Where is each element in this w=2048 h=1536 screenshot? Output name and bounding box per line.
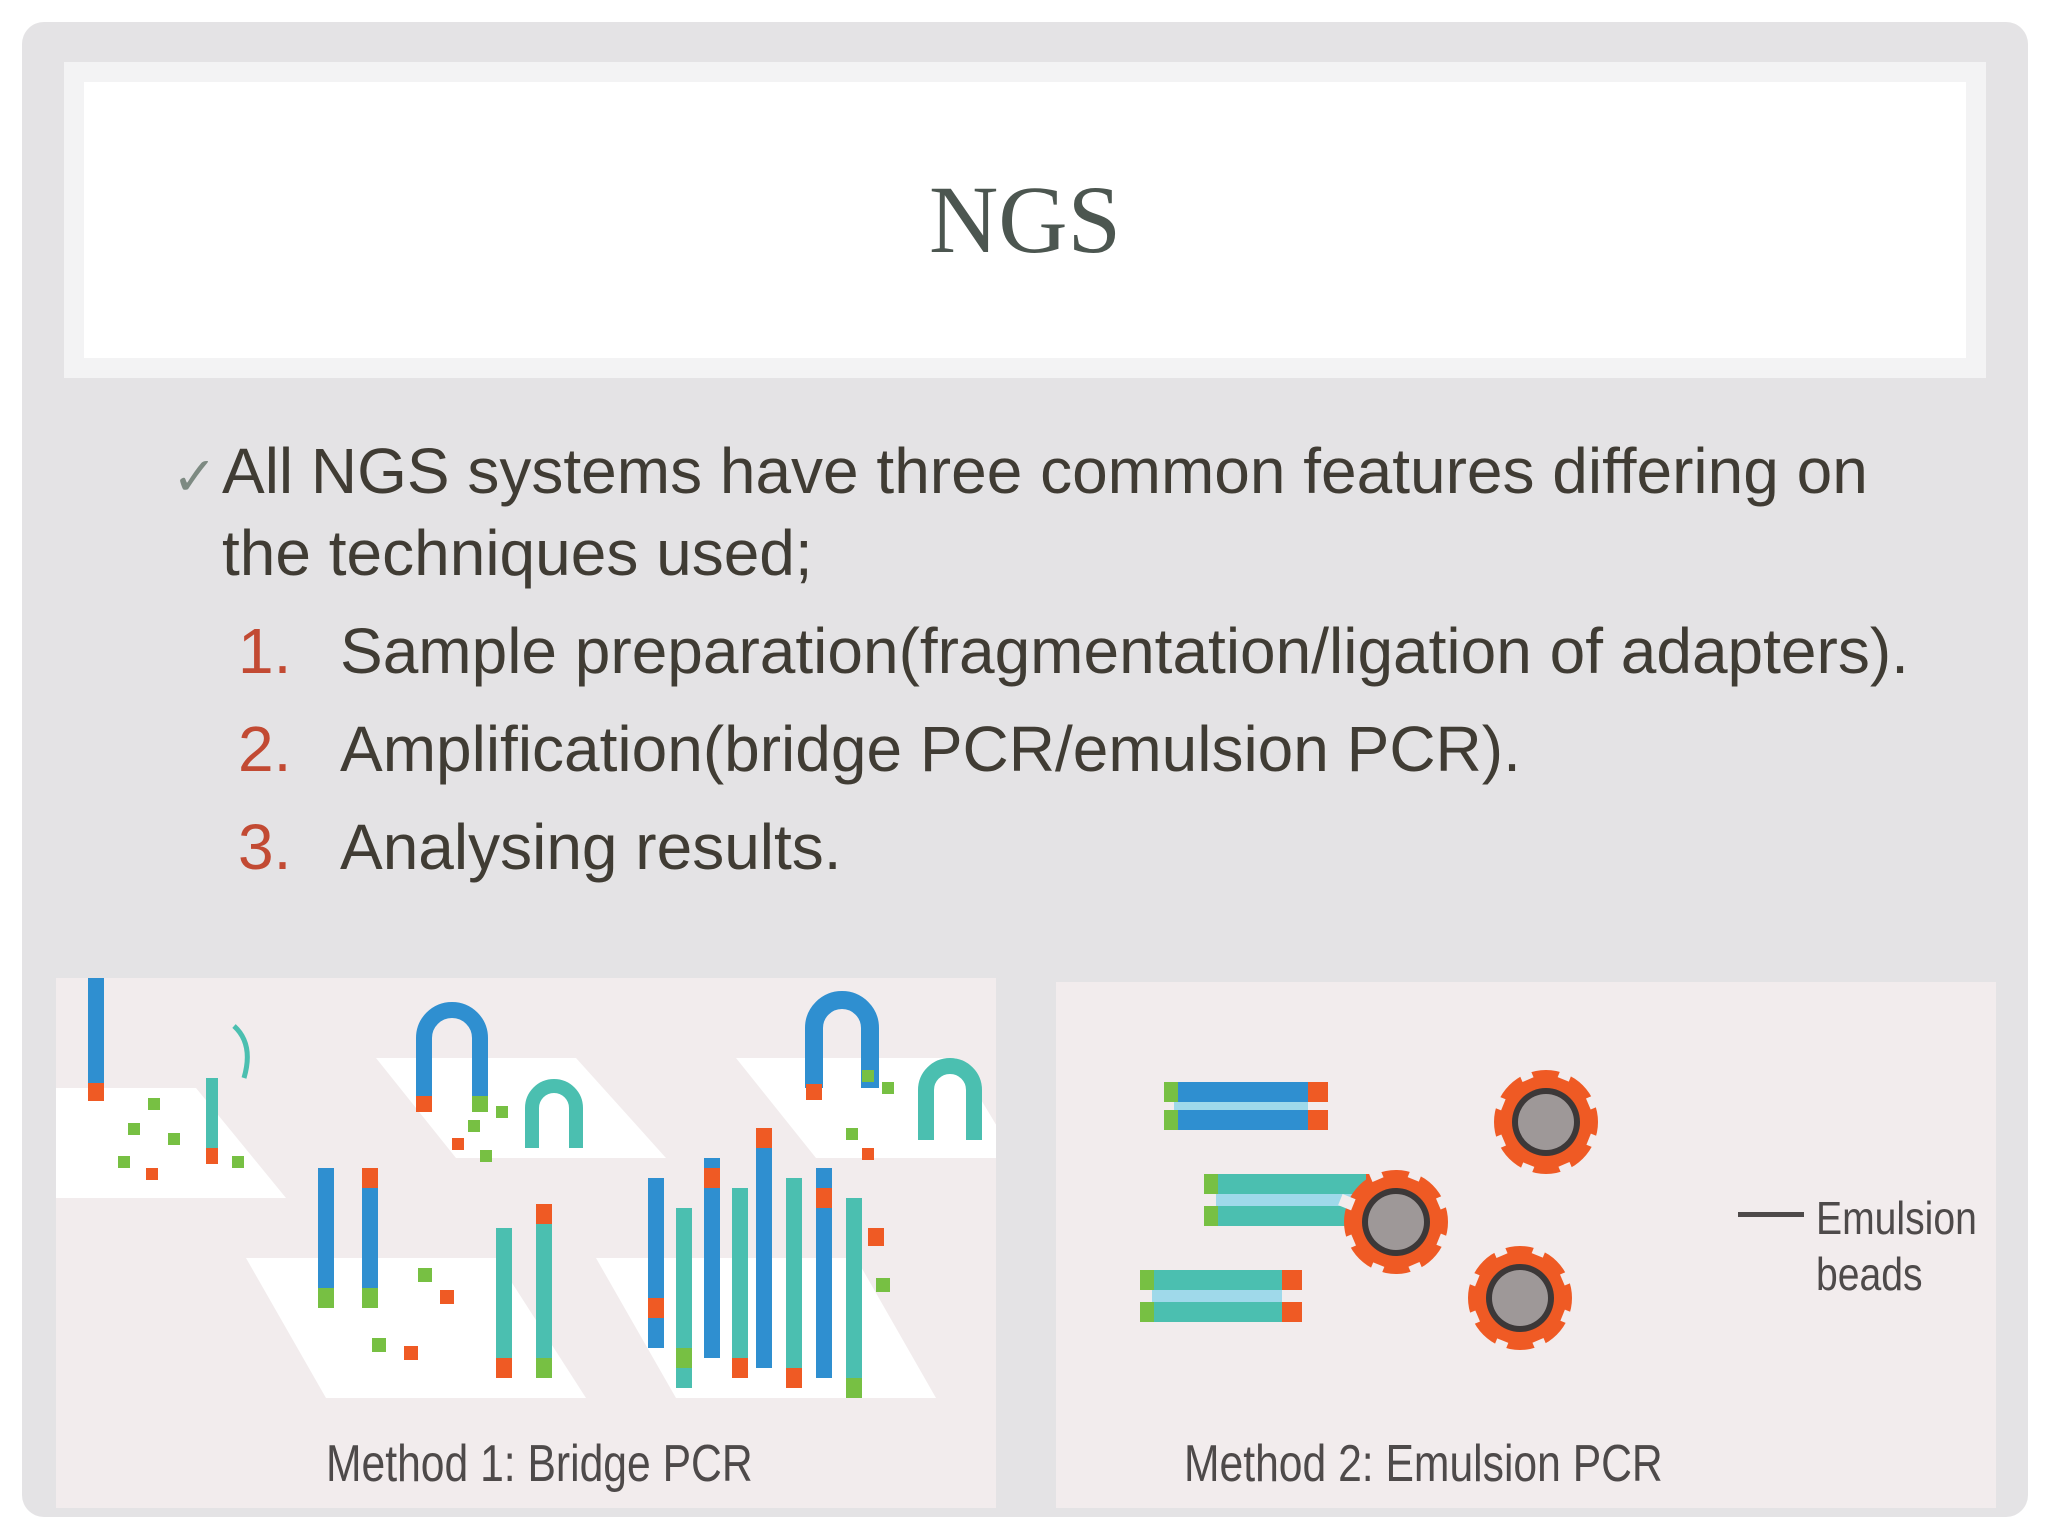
main-bullet: ✓ All NGS systems have three common feat… <box>172 430 1932 594</box>
emulsion-pcr-caption: Method 2: Emulsion PCR <box>1184 1435 1663 1493</box>
emulsion-bead <box>1338 1164 1454 1280</box>
adapter <box>362 1168 378 1188</box>
adapter <box>806 1084 822 1100</box>
flow-cell-plate <box>246 1258 586 1398</box>
list-marker: 1. <box>238 615 292 687</box>
adapter <box>648 1298 664 1318</box>
primer <box>480 1150 492 1162</box>
primer <box>118 1156 130 1168</box>
beads-label-line: Emulsion <box>1816 1192 1977 1244</box>
primer <box>362 1288 378 1308</box>
numbered-list: 1. Sample preparation(fragmentation/liga… <box>172 610 1932 888</box>
dna-strand <box>846 1198 862 1378</box>
adapter <box>868 1228 884 1246</box>
dna-strand <box>648 1178 664 1348</box>
emulsion-pcr-figure: Emulsion beads Method 2: Emulsion PCR <box>1056 982 1996 1508</box>
adapter <box>416 1096 432 1112</box>
bullet-area: ✓ All NGS systems have three common feat… <box>172 430 1932 904</box>
adapter <box>786 1368 802 1388</box>
primer <box>846 1378 862 1398</box>
list-marker: 3. <box>238 811 292 883</box>
adapter <box>88 1083 104 1101</box>
dna-bridge <box>416 1002 488 1098</box>
slide: NGS ✓ All NGS systems have three common … <box>22 22 2028 1517</box>
adapter <box>704 1168 720 1188</box>
adapter <box>496 1358 512 1378</box>
dna-strand <box>816 1168 832 1378</box>
dna-strand <box>756 1128 772 1368</box>
dna-strand <box>206 1078 218 1148</box>
dna-fragment <box>1164 1082 1328 1130</box>
dna-bridge <box>525 1079 583 1148</box>
title-box <box>84 82 1966 358</box>
list-item-text: Amplification(bridge PCR/emulsion PCR). <box>340 713 1521 785</box>
slide-title: NGS <box>928 166 1122 273</box>
list-item-text: Sample preparation(fragmentation/ligatio… <box>340 615 1909 687</box>
dna-strand <box>318 1168 334 1288</box>
emulsion-pcr-illustration <box>1140 1064 1804 1356</box>
beads-label-line: beads <box>1816 1248 1923 1300</box>
dna-strand <box>362 1178 378 1288</box>
adapter <box>452 1138 464 1150</box>
dna-strand <box>536 1218 552 1358</box>
list-marker: 2. <box>238 713 292 785</box>
dna-strand <box>704 1158 720 1358</box>
primer <box>168 1133 180 1145</box>
checkmark-icon: ✓ <box>172 445 218 508</box>
primer <box>318 1288 334 1308</box>
primer <box>876 1278 890 1292</box>
adapter <box>536 1204 552 1224</box>
adapter <box>862 1148 874 1160</box>
bridge-pcr-figure: Method 1: Bridge PCR <box>56 978 996 1508</box>
label-leader-line <box>1738 1212 1804 1217</box>
primer <box>472 1096 488 1112</box>
primer <box>496 1106 508 1118</box>
dna-strand <box>786 1178 802 1378</box>
list-item: 1. Sample preparation(fragmentation/liga… <box>172 610 1932 692</box>
emulsion-bead <box>1488 1064 1604 1180</box>
primer <box>128 1123 140 1135</box>
bend-arrow <box>232 1024 250 1079</box>
dna-strand <box>732 1188 748 1358</box>
primer <box>676 1348 692 1368</box>
dna-bridge <box>805 991 879 1088</box>
adapter <box>206 1148 218 1164</box>
adapter <box>732 1358 748 1378</box>
emulsion-beads-label: Emulsion beads <box>1816 1190 1977 1302</box>
primer <box>418 1268 432 1282</box>
primer <box>846 1128 858 1140</box>
primer <box>468 1120 480 1132</box>
bridge-pcr-illustration <box>56 978 996 1398</box>
flow-cell-plate <box>376 1058 666 1158</box>
primer <box>232 1156 244 1168</box>
primer <box>148 1098 160 1110</box>
dna-bridge <box>918 1058 982 1140</box>
dna-strand <box>496 1228 512 1358</box>
adapter <box>756 1128 772 1148</box>
adapter <box>440 1290 454 1304</box>
adapter <box>816 1188 832 1208</box>
adapter <box>146 1168 158 1180</box>
primer <box>536 1358 552 1378</box>
main-bullet-text: All NGS systems have three common featur… <box>222 435 1868 589</box>
dna-strand <box>88 978 104 1083</box>
bridge-pcr-caption: Method 1: Bridge PCR <box>326 1435 753 1493</box>
emulsion-bead <box>1462 1240 1578 1356</box>
list-item-text: Analysing results. <box>340 811 842 883</box>
adapter <box>404 1346 418 1360</box>
primer <box>882 1082 894 1094</box>
dna-fragment <box>1140 1270 1302 1322</box>
list-item: 2. Amplification(bridge PCR/emulsion PCR… <box>172 708 1932 790</box>
list-item: 3. Analysing results. <box>172 806 1932 888</box>
primer <box>862 1070 874 1082</box>
dna-strand <box>676 1208 692 1388</box>
primer <box>372 1338 386 1352</box>
